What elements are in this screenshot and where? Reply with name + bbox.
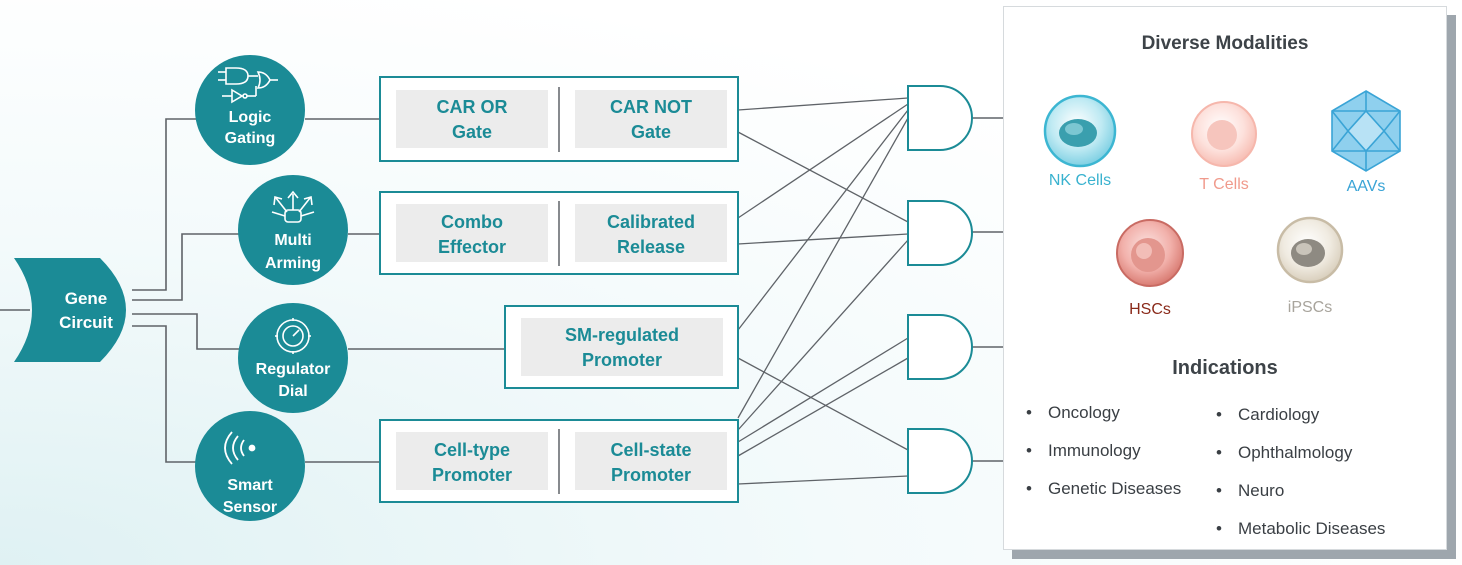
regulator-dial-label-1: Regulator <box>256 361 331 378</box>
hsc-cell-icon <box>1116 219 1184 287</box>
calibrated-release-cell <box>575 204 727 262</box>
cell-state-label-1: Cell-state <box>610 440 691 460</box>
car-or-gate-cell <box>396 90 548 148</box>
indication-item: •Neuro <box>1216 481 1285 500</box>
car-not-label-2: Gate <box>631 122 671 142</box>
nk-cells-label: NK Cells <box>1049 172 1111 189</box>
gene-circuit-node: Gene Circuit <box>14 258 126 362</box>
modalities-panel: Diverse Modalities NK Cells T Cells AAVs <box>1003 6 1447 550</box>
multi-arming-label-2: Arming <box>265 255 321 272</box>
t-cells-label: T Cells <box>1199 176 1249 193</box>
calibrated-release-label-2: Release <box>617 237 685 257</box>
smart-sensor-label-1: Smart <box>227 477 273 494</box>
component-box-arming: Combo Effector Calibrated Release <box>379 191 739 275</box>
module-multi-arming: Multi Arming <box>238 175 348 285</box>
logic-gates-icon <box>218 67 278 104</box>
gate-output-lines <box>970 117 1003 462</box>
gene-circuit-label-2: Circuit <box>59 313 113 332</box>
module-smart-sensor: Smart Sensor <box>195 411 305 521</box>
indication-item: •Ophthalmology <box>1216 443 1353 462</box>
logic-gating-label-1: Logic <box>229 109 272 126</box>
multi-arrow-icon <box>271 190 315 223</box>
cell-state-promoter-cell <box>575 432 727 490</box>
sm-promoter-label-2: Promoter <box>582 350 662 370</box>
smart-sensor-label-2: Sensor <box>223 499 277 516</box>
car-not-gate-cell <box>575 90 727 148</box>
component-box-sm-promoter: SM-regulated Promoter <box>504 305 739 389</box>
car-or-label-1: CAR OR <box>437 97 508 117</box>
combo-effector-label-1: Combo <box>441 212 503 232</box>
t-cell-icon <box>1191 101 1257 167</box>
cell-type-promoter-cell <box>396 432 548 490</box>
module-connectors <box>305 118 505 463</box>
logic-gating-label-2: Gating <box>225 130 276 147</box>
regulator-dial-label-2: Dial <box>278 383 307 400</box>
combo-effector-cell <box>396 204 548 262</box>
indication-item: •Cardiology <box>1216 405 1320 424</box>
cell-state-label-2: Promoter <box>611 465 691 485</box>
indication-item: •Oncology <box>1026 403 1120 422</box>
modalities-title: Diverse Modalities <box>1141 33 1309 54</box>
and-gate-icon <box>907 85 973 151</box>
root-connectors <box>0 118 240 463</box>
hscs-label: HSCs <box>1129 301 1171 318</box>
and-gate-icon <box>907 428 973 494</box>
indication-item: •Metabolic Diseases <box>1216 519 1386 538</box>
modalities-graphics: NK Cells T Cells AAVs HSCs <box>1043 90 1401 318</box>
calibrated-release-label-1: Calibrated <box>607 212 695 232</box>
indication-item: •Immunology <box>1026 441 1141 460</box>
aav-capsid-icon <box>1331 90 1401 172</box>
gene-circuit-label-1: Gene <box>65 289 108 308</box>
cell-type-label-1: Cell-type <box>434 440 510 460</box>
component-box-cell-promoters: Cell-type Promoter Cell-state Promoter <box>379 419 739 503</box>
multi-arming-label-1: Multi <box>274 232 311 249</box>
combo-effector-label-2: Effector <box>438 237 506 257</box>
indications-title: Indications <box>1172 357 1278 379</box>
sm-regulated-promoter-cell <box>521 318 723 376</box>
sensor-waves-icon <box>224 431 256 465</box>
car-not-label-1: CAR NOT <box>610 97 692 117</box>
module-logic-gating: Logic Gating <box>195 55 305 165</box>
and-gate-icon <box>907 200 973 266</box>
dial-icon <box>275 318 311 354</box>
sm-promoter-label-1: SM-regulated <box>565 325 679 345</box>
car-or-label-2: Gate <box>452 122 492 142</box>
nk-cell-icon <box>1043 94 1117 168</box>
and-gate-icon <box>907 314 973 380</box>
gate-input-lines <box>737 97 909 485</box>
ipscs-label: iPSCs <box>1288 299 1332 316</box>
component-box-car-gates: CAR OR Gate CAR NOT Gate <box>379 76 739 162</box>
cell-type-label-2: Promoter <box>432 465 512 485</box>
module-regulator-dial: Regulator Dial <box>238 303 348 413</box>
aavs-label: AAVs <box>1347 178 1386 195</box>
indication-item: •Genetic Diseases <box>1026 479 1182 498</box>
ipsc-cell-icon <box>1276 216 1344 284</box>
